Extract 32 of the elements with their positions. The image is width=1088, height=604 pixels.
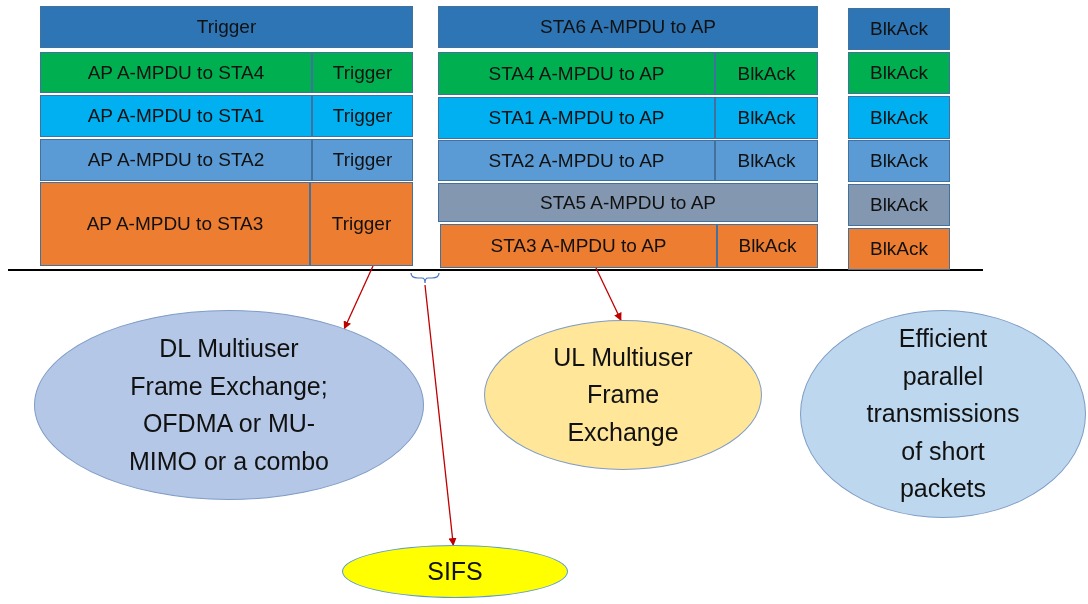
- frame-block: STA6 A-MPDU to AP: [438, 6, 818, 48]
- frame-block: Trigger: [312, 95, 413, 137]
- frame-block: Trigger: [310, 182, 413, 266]
- arrow: [595, 267, 622, 321]
- frame-block: Trigger: [40, 6, 413, 48]
- frame-block: AP A-MPDU to STA3: [40, 182, 310, 266]
- frame-block: Trigger: [312, 52, 413, 93]
- frame-block: BlkAck: [715, 97, 818, 139]
- frame-block: BlkAck: [848, 184, 950, 226]
- frame-block: STA5 A-MPDU to AP: [438, 183, 818, 222]
- frame-block: STA1 A-MPDU to AP: [438, 97, 715, 139]
- ellipse-callout: UL Multiuser Frame Exchange: [484, 320, 762, 470]
- frame-block: STA4 A-MPDU to AP: [438, 52, 715, 95]
- frame-block: STA3 A-MPDU to AP: [440, 224, 717, 268]
- frame-block: BlkAck: [848, 52, 950, 94]
- ellipse-callout: SIFS: [342, 545, 568, 598]
- frame-block: STA2 A-MPDU to AP: [438, 140, 715, 181]
- frame-block: BlkAck: [715, 52, 818, 95]
- frame-block: AP A-MPDU to STA2: [40, 139, 312, 181]
- frame-block: AP A-MPDU to STA4: [40, 52, 312, 93]
- frame-block: BlkAck: [848, 140, 950, 182]
- frame-block: BlkAck: [715, 140, 818, 181]
- frame-block: BlkAck: [848, 96, 950, 139]
- frame-block: BlkAck: [848, 8, 950, 50]
- ellipse-callout: DL Multiuser Frame Exchange; OFDMA or MU-MIMO or a combo: [34, 310, 424, 500]
- ellipse-callout: Efficient parallel transmissions of short packets: [800, 310, 1086, 518]
- arrow: [424, 284, 457, 546]
- arrow: [343, 265, 374, 330]
- frame-block: BlkAck: [717, 224, 818, 268]
- frame-block: Trigger: [312, 139, 413, 181]
- frame-block: BlkAck: [848, 228, 950, 270]
- frame-block: AP A-MPDU to STA1: [40, 95, 312, 137]
